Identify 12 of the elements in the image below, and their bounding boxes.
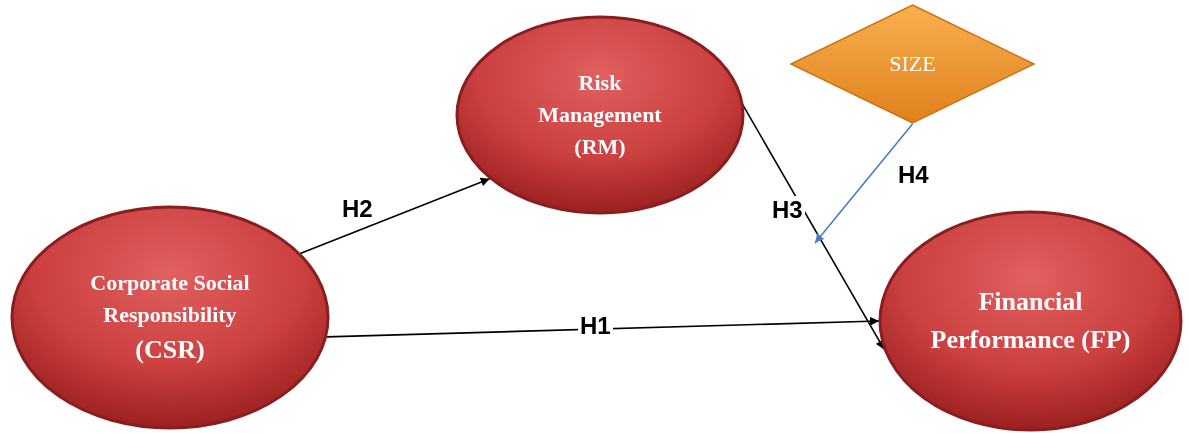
arrow <box>325 316 880 338</box>
decision-diamond <box>790 4 1035 124</box>
node-label: Financial Performance (FP) <box>930 286 1131 356</box>
node-label: (CSR) <box>135 333 205 366</box>
arrow <box>299 177 491 255</box>
ellipse-node <box>455 15 745 215</box>
ellipse-node <box>878 210 1183 432</box>
node-label: SIZE <box>889 50 936 79</box>
ellipse-node <box>10 205 330 430</box>
arrow <box>814 123 914 244</box>
node-label: Corporate Social Responsibility <box>89 268 251 329</box>
node-label: Risk Management (RM) <box>537 69 663 161</box>
